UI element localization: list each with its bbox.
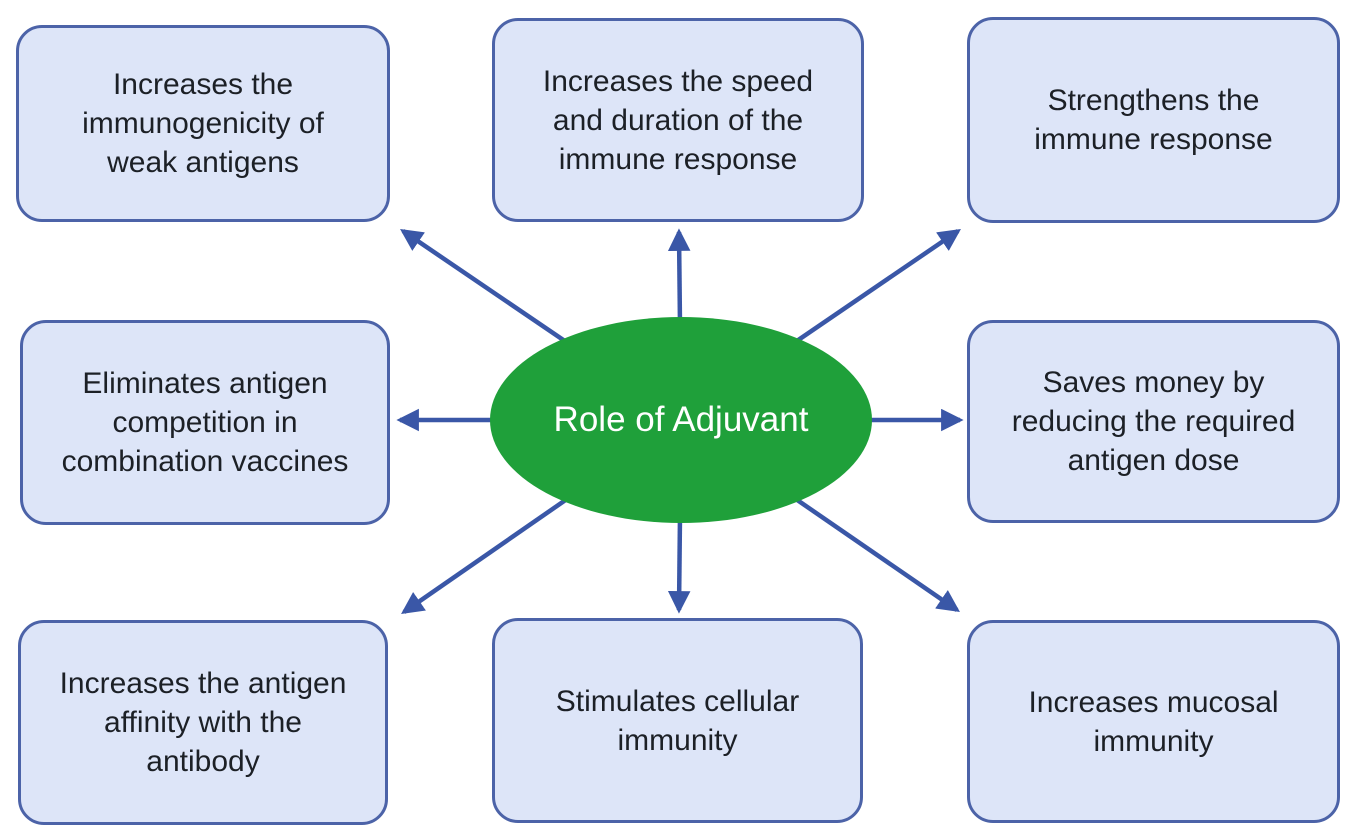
node-middle-left-label: Eliminates antigen competition in combin… xyxy=(61,367,349,478)
node-bottom-middle: Stimulates cellular immunity xyxy=(492,618,863,823)
node-bottom-middle-label: Stimulates cellular immunity xyxy=(555,684,800,757)
node-top-right: Strengthens the immune response xyxy=(967,17,1340,223)
node-bottom-left-label: Increases the antigen affinity with the … xyxy=(59,667,347,778)
node-middle-right: Saves money by reducing the required ant… xyxy=(967,320,1340,523)
node-top-left: Increases the immunogenicity of weak ant… xyxy=(16,25,390,222)
node-bottom-right: Increases mucosal immunity xyxy=(967,620,1340,823)
node-top-left-label: Increases the immunogenicity of weak ant… xyxy=(82,68,324,179)
node-top-middle: Increases the speed and duration of the … xyxy=(492,18,864,222)
center-node-label: Role of Adjuvant xyxy=(553,400,809,439)
center-node: Role of Adjuvant xyxy=(490,317,872,523)
node-middle-left: Eliminates antigen competition in combin… xyxy=(20,320,390,525)
node-top-middle-label: Increases the speed and duration of the … xyxy=(542,64,814,176)
node-bottom-left: Increases the antigen affinity with the … xyxy=(18,620,388,825)
node-bottom-right-label: Increases mucosal immunity xyxy=(1028,685,1279,758)
node-top-right-label: Strengthens the immune response xyxy=(1034,84,1273,156)
node-middle-right-label: Saves money by reducing the required ant… xyxy=(1011,366,1296,477)
